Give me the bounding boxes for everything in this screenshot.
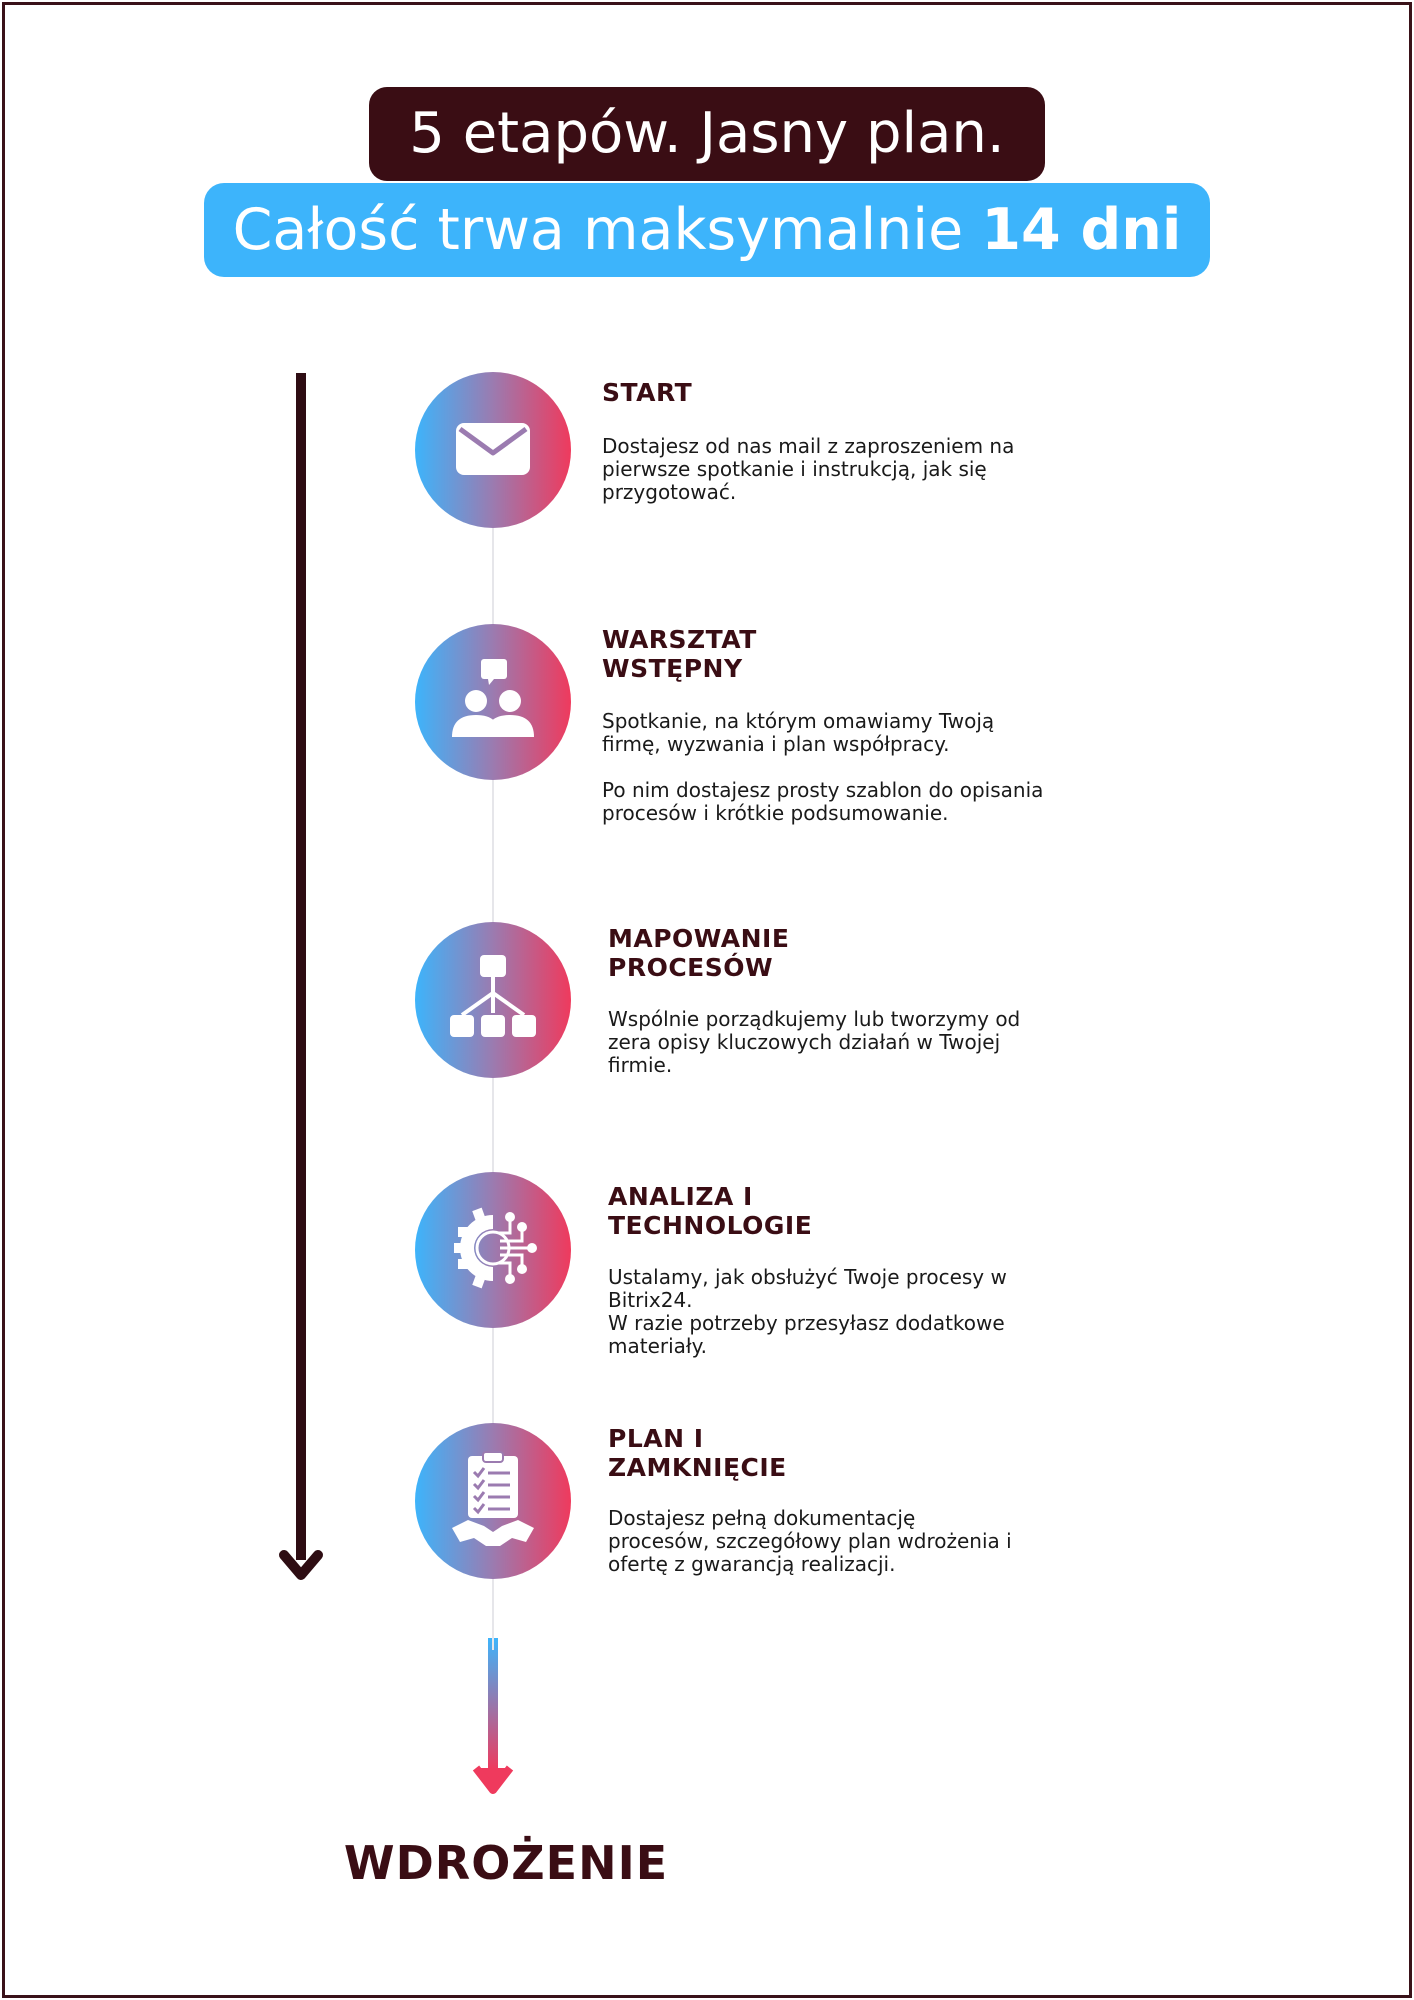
final-label: WDROŻENIE <box>343 1836 669 1890</box>
step-description-line: Spotkanie, na którym omawiamy Twoją <box>602 709 995 733</box>
step-description-line: firmie. <box>608 1053 673 1077</box>
step-description-line: przygotować. <box>602 480 737 504</box>
subtitle-highlight: 14 dni <box>981 197 1182 263</box>
hierarchy-icon <box>438 943 548 1057</box>
step-description-line: pierwsze spotkanie i instrukcją, jak się <box>602 457 987 481</box>
step-title-line: WSTĘPNY <box>602 654 743 683</box>
checklist-handshake-icon <box>438 1444 548 1558</box>
step-description-line: W razie potrzeby przesyłasz dodatkowe <box>608 1311 1005 1335</box>
step-description-line: materiały. <box>608 1334 707 1358</box>
step-title-line: ZAMKNIĘCIE <box>608 1453 787 1482</box>
steps-connector <box>492 520 494 1650</box>
step-4-circle <box>415 1172 571 1328</box>
gear-circuit-icon <box>438 1193 548 1307</box>
step-description-line: Po nim dostajesz prosty szablon do opisa… <box>602 778 1044 802</box>
step-description-paragraph: Po nim dostajesz prosty szablon do opisa… <box>602 779 1122 825</box>
step-title-line: START <box>602 378 693 407</box>
envelope-icon <box>438 393 548 507</box>
step-title-line: ANALIZA I <box>608 1182 753 1211</box>
subtitle-prefix: Całość trwa maksymalnie <box>232 197 964 263</box>
step-5-circle <box>415 1423 571 1579</box>
step-1-circle <box>415 372 571 528</box>
step-3-circle <box>415 922 571 1078</box>
step-description-line: procesów i krótkie podsumowanie. <box>602 801 949 825</box>
step-title-line: TECHNOLOGIE <box>608 1211 813 1240</box>
final-arrow-shaft <box>488 1638 498 1770</box>
page-title: 5 etapów. Jasny plan. <box>369 87 1045 181</box>
step-description-line: Wspólnie porządkujemy lub tworzymy od <box>608 1007 1021 1031</box>
step-1-title: START <box>602 378 1022 407</box>
step-description-line: firmę, wyzwania i plan współpracy. <box>602 732 950 756</box>
step-description-line: Dostajesz od nas mail z zaproszeniem na <box>602 434 1015 458</box>
final-arrow-head <box>472 1765 514 1794</box>
step-title-line: MAPOWANIE <box>608 924 790 953</box>
step-description-line: Bitrix24. <box>608 1288 693 1312</box>
step-2-circle <box>415 624 571 780</box>
step-title-line: WARSZTAT <box>602 625 757 654</box>
step-description-line: Ustalamy, jak obsłużyć Twoje procesy w <box>608 1265 1007 1289</box>
step-description-line: procesów, szczegółowy plan wdrożenia i <box>608 1529 1012 1553</box>
page-subtitle: Całość trwa maksymalnie 14 dni <box>204 183 1210 277</box>
step-title-line: PLAN I <box>608 1424 704 1453</box>
step-description-line: ofertę z gwarancją realizacji. <box>608 1552 896 1576</box>
meeting-icon <box>438 645 548 759</box>
step-description-line: Dostajesz pełną dokumentację <box>608 1506 916 1530</box>
step-description-line: zera opisy kluczowych działań w Twojej <box>608 1030 1001 1054</box>
step-title-line: PROCESÓW <box>608 953 774 982</box>
timeline-arrow-head <box>279 1550 323 1580</box>
